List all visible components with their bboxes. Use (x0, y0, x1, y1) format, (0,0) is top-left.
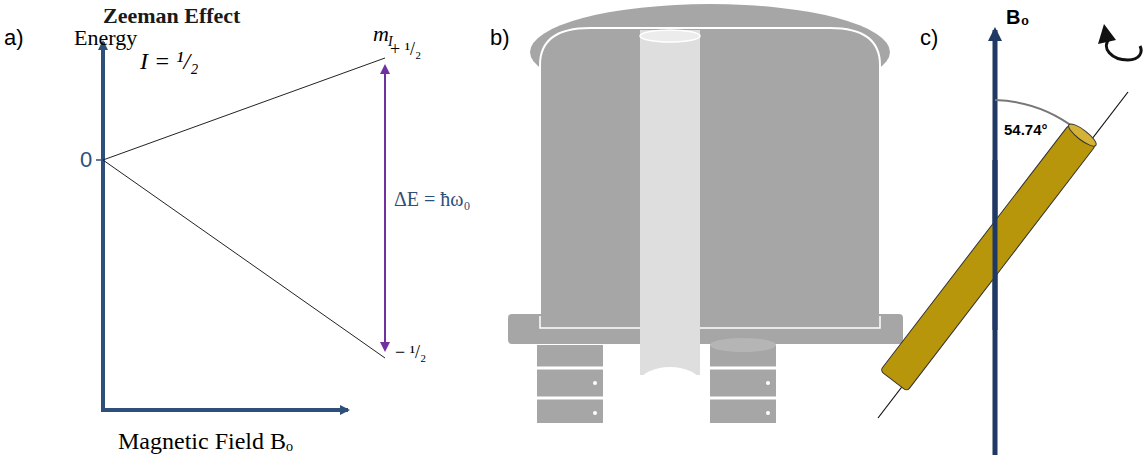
field-label: B₀ (1006, 6, 1029, 28)
level-label: − ¹/₂ (395, 343, 426, 363)
spin-label: I = ¹/₂ (140, 48, 198, 74)
panel-letter: c) (920, 26, 938, 50)
zeeman-plot (96, 42, 385, 412)
panel-letter: b) (490, 26, 510, 50)
figure-title: Zeeman Effect (103, 4, 240, 28)
level-label: + ¹/₂ (390, 40, 421, 60)
quantum-number: m (373, 22, 389, 46)
magic-angle-rotor (878, 24, 1141, 455)
energy-gap: ΔE = ħω₀ (394, 188, 471, 210)
angle-label: 54.74° (1004, 122, 1048, 139)
axis-origin: 0 (80, 148, 92, 172)
axis-label: Energy (74, 26, 137, 50)
nmr-magnet (508, 4, 903, 423)
panel-letter: a) (4, 26, 24, 50)
axis-label: Magnetic Field Bₒ (118, 428, 293, 454)
